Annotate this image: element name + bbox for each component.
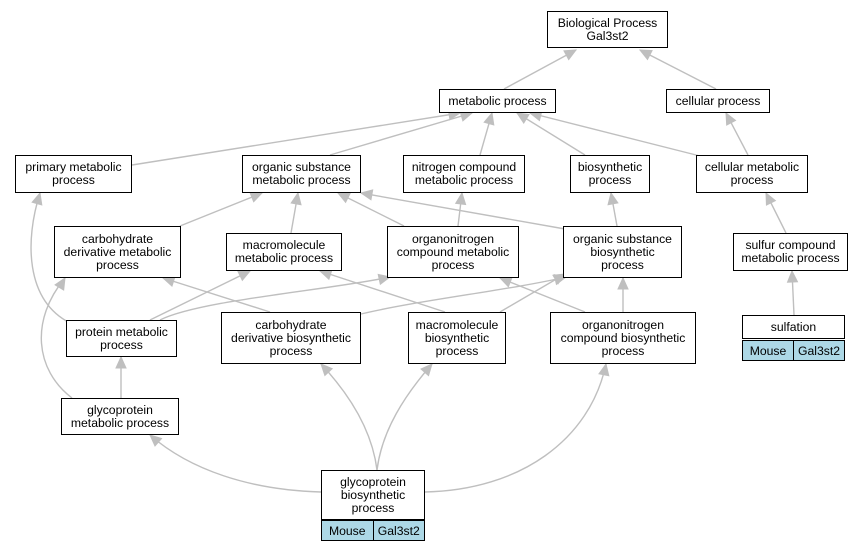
arrowhead-orgN-bio-to-org-sub-bio	[617, 276, 629, 290]
glycoprotein-biosynthetic-label: glycoprotein biosynthetic process	[321, 470, 425, 520]
arrowhead-glyco-bio-to-macro-bio	[420, 363, 433, 377]
node-carbohydrate-derivative-biosynthetic-process: carbohydrate derivative biosynthetic pro…	[221, 312, 361, 364]
edge-metabolic-to-bp	[503, 49, 577, 90]
node-metabolic-process: metabolic process	[439, 89, 556, 113]
edge-glyco-bio-to-orgN-bio	[424, 363, 607, 493]
arrowhead-sulfation-to-sulfur	[786, 269, 799, 283]
arrowhead-glyco-bio-to-orgN-bio	[598, 362, 610, 377]
glycoprotein-biosynthetic-species-tag: Mouse	[321, 520, 374, 541]
node-organic-substance-biosynthetic-process: organic substance biosynthetic process	[563, 226, 682, 278]
node-organonitrogen-compound-metabolic-process: organonitrogen compound metabolic proces…	[387, 226, 519, 278]
arrowhead-protein-to-macro-met	[237, 270, 252, 282]
node-sulfur-compound-metabolic-process: sulfur compound metabolic process	[733, 233, 848, 271]
arrowhead-nitrogen-to-metabolic	[483, 111, 495, 126]
arrowhead-glyco-met-to-carb-deriv-met	[54, 276, 66, 291]
edge-org-sub-bio-to-organic-sub	[360, 192, 566, 230]
arrowhead-glyco-met-to-protein	[115, 355, 127, 369]
arrowhead-glyco-bio-to-carb-deriv-bio	[320, 363, 334, 377]
edge-orgN-met-to-organic-sub	[337, 192, 405, 227]
edge-cell-metabolic-to-metabolic	[529, 112, 701, 157]
arrowhead-sulfur-to-cell-metabolic	[765, 191, 777, 206]
sulfation-label: sulfation	[742, 315, 845, 339]
arrowhead-org-sub-bio-to-organic-sub	[359, 189, 374, 201]
arrowhead-cellular-to-bp	[638, 49, 653, 61]
arrowhead-glyco-bio-to-glyco-met	[149, 434, 163, 447]
glycoprotein-biosynthetic-gene-tag: Gal3st2	[373, 520, 425, 541]
node-sulfation: sulfation Mouse Gal3st2	[742, 315, 845, 361]
arrowhead-metabolic-to-bp	[563, 49, 578, 61]
arrowhead-orgN-met-to-nitrogen	[454, 191, 467, 206]
edge-carb-deriv-bio-to-org-sub-bio	[360, 276, 567, 315]
node-organic-substance-metabolic-process: organic substance metabolic process	[242, 155, 361, 193]
sulfation-species-tag: Mouse	[742, 340, 794, 361]
edge-carb-deriv-bio-to-carb-deriv-met	[162, 277, 271, 313]
edge-glyco-bio-to-carb-deriv-bio	[320, 363, 378, 471]
edge-glyco-bio-to-glyco-met	[149, 434, 322, 493]
edge-orgN-bio-to-orgN-met	[499, 277, 586, 313]
node-glycoprotein-metabolic-process: glycoprotein metabolic process	[61, 398, 179, 435]
node-cellular-metabolic-process: cellular metabolic process	[696, 155, 808, 193]
node-primary-metabolic-process: primary metabolic process	[15, 155, 132, 193]
edge-macro-bio-to-macro-met	[319, 270, 446, 313]
node-organonitrogen-compound-biosynthetic-process: organonitrogen compound biosynthetic pro…	[550, 312, 696, 364]
edge-organic-sub-to-metabolic	[329, 112, 473, 156]
node-cellular-process: cellular process	[666, 89, 770, 113]
edge-glyco-met-to-carb-deriv-met	[40, 277, 73, 399]
node-biological-process: Biological Process Gal3st2	[547, 11, 668, 48]
node-glycoprotein-biosynthetic-process: glycoprotein biosynthetic process Mouse …	[321, 470, 425, 541]
edge-glyco-bio-to-macro-bio	[376, 363, 433, 471]
edge-carb-deriv-met-to-organic-sub	[179, 192, 263, 227]
arrowhead-protein-to-primary	[31, 191, 43, 206]
edge-macro-bio-to-org-sub-bio	[499, 273, 566, 313]
arrowhead-biosynthetic-to-metabolic	[515, 112, 530, 124]
arrowhead-macro-bio-to-macro-met	[318, 269, 333, 281]
node-biosynthetic-process: biosynthetic process	[570, 155, 650, 193]
node-nitrogen-compound-metabolic-process: nitrogen compound metabolic process	[403, 155, 525, 193]
edge-protein-to-orgN-met	[159, 276, 391, 321]
arrowhead-org-sub-bio-to-biosynthetic	[607, 191, 619, 206]
edge-protein-to-macro-met	[149, 270, 251, 321]
arrowhead-orgN-bio-to-orgN-met	[498, 276, 513, 288]
arrowhead-cell-metabolic-to-cellular	[725, 111, 737, 126]
arrowhead-carb-deriv-met-to-organic-sub	[249, 191, 264, 203]
edge-biosynthetic-to-metabolic	[516, 112, 586, 156]
node-carbohydrate-derivative-metabolic-process: carbohydrate derivative metabolic proces…	[54, 226, 181, 278]
node-macromolecule-biosynthetic-process: macromolecule biosynthetic process	[408, 312, 506, 364]
arrowhead-macro-met-to-organic-sub	[290, 191, 302, 206]
arrowhead-orgN-met-to-organic-sub	[336, 192, 351, 204]
node-macromolecule-metabolic-process: macromolecule metabolic process	[226, 233, 342, 271]
node-protein-metabolic-process: protein metabolic process	[66, 320, 177, 357]
sulfation-gene-tag: Gal3st2	[794, 340, 845, 361]
edge-cellular-to-bp	[639, 49, 717, 90]
arrowhead-macro-bio-to-org-sub-bio	[552, 273, 567, 285]
edge-protein-to-primary	[30, 192, 71, 324]
edge-primary-to-metabolic	[131, 112, 461, 166]
